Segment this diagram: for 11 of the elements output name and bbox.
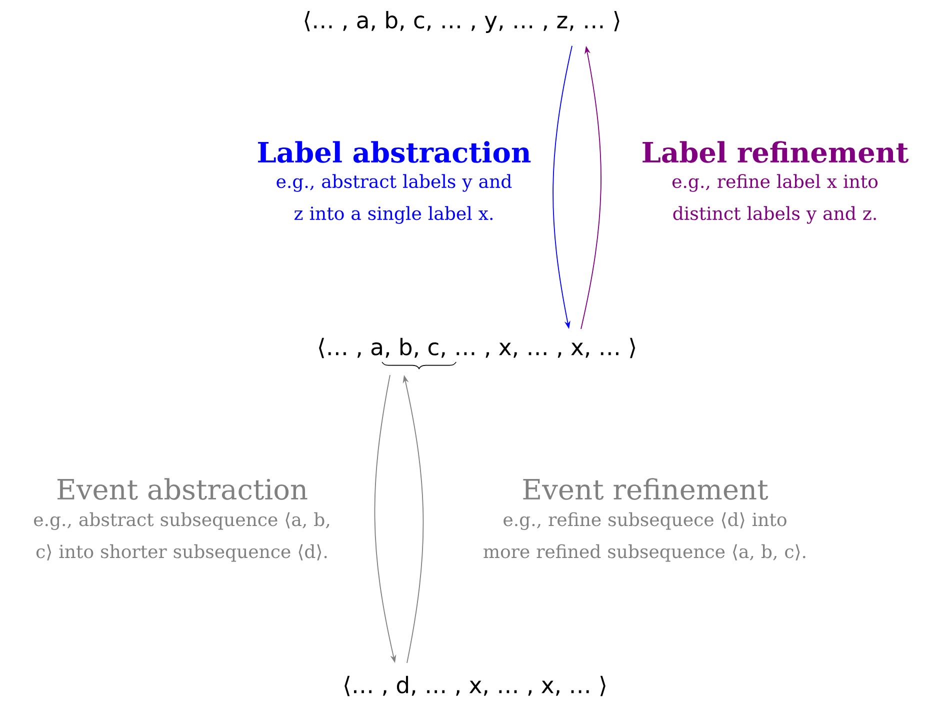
sequence-text: ⟨… , d, … , x, … , x, … ⟩: [344, 676, 606, 696]
description-text: e.g., abstract labels y and z into a single label x.: [276, 174, 512, 224]
description-text: e.g., refine label x into distinct labels y and z.: [672, 174, 878, 224]
heading-text: Event abstraction: [58, 478, 308, 500]
heading-text: Label abstraction: [258, 141, 531, 163]
sequence-text: ⟨… , a, b, c, … , y, … , z, … ⟩: [304, 11, 620, 33]
heading-text: Label refinement: [642, 141, 909, 163]
description-text: e.g., refine subsequece ⟨d⟩ into more refined subsequence ⟨a, b, c⟩.: [484, 512, 806, 562]
description-text: e.g., abstract subsequence ⟨a, b, c⟩ into shorter subsequence ⟨d⟩.: [34, 512, 330, 562]
heading-text: Event refinement: [523, 478, 768, 500]
sequence-text: ⟨… , a, b, c, … , x, … , x, … ⟩: [319, 338, 636, 358]
